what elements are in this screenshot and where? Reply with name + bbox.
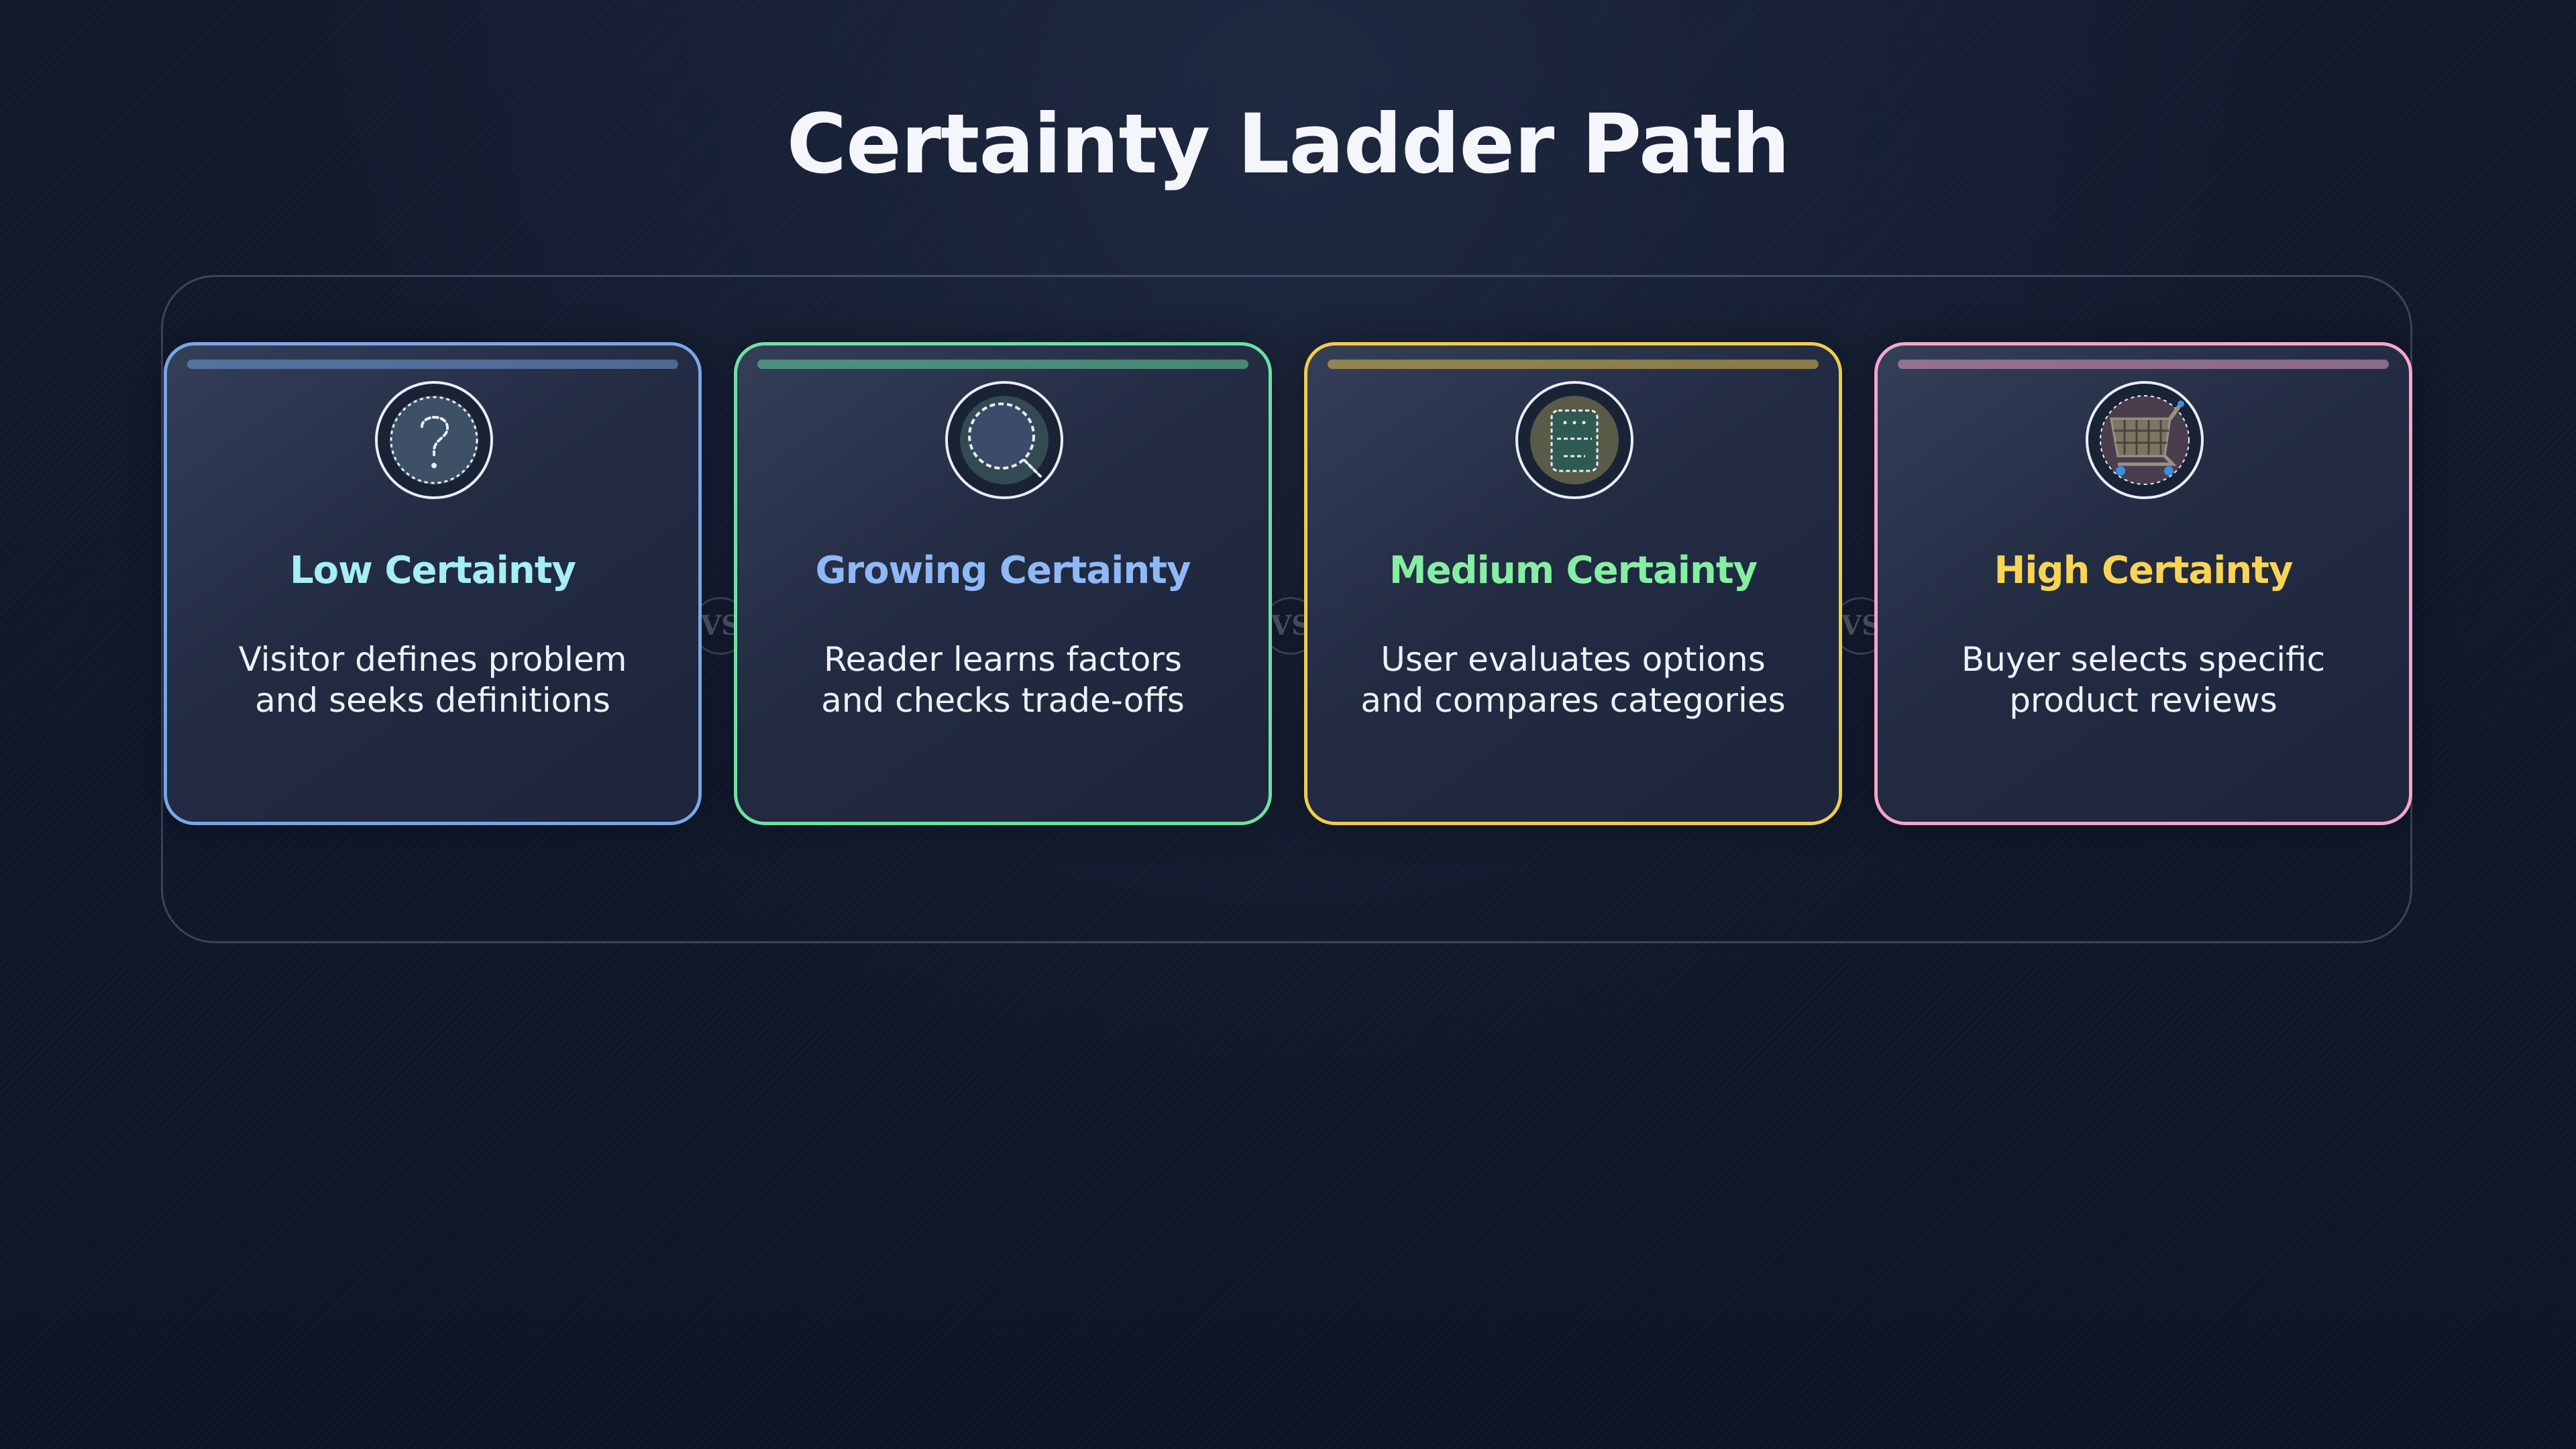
stage-description: Visitor defines problem and seeks defini… (238, 640, 627, 720)
stage-card-growing-certainty: Growing Certainty Reader learns factors … (734, 342, 1272, 825)
stage-icon-ring (945, 381, 1063, 499)
magnifying-glass-icon (960, 396, 1049, 484)
stage-title: High Certainty (1994, 549, 2293, 592)
shopping-cart-icon (2100, 395, 2190, 485)
stage-card-high-certainty: High Certainty Buyer selects specific pr… (1874, 342, 2412, 825)
stage-title: Low Certainty (290, 549, 576, 592)
stage-description: Buyer selects specific product reviews (1961, 640, 2326, 720)
stage-card-medium-certainty: Medium Certainty User evaluates options … (1304, 342, 1842, 825)
stage-description: User evaluates options and compares cate… (1360, 640, 1786, 720)
card-accent-bar (1328, 360, 1819, 369)
question-mark-icon (390, 396, 478, 484)
comparison-table-icon (1530, 396, 1619, 484)
stage-title: Growing Certainty (815, 549, 1191, 592)
stage-icon-ring (375, 381, 493, 499)
stage-title: Medium Certainty (1389, 549, 1758, 592)
card-accent-bar (757, 360, 1248, 369)
stage-description: Reader learns factors and checks trade-o… (821, 640, 1185, 720)
stage-card-low-certainty: Low Certainty Visitor defines problem an… (164, 342, 702, 825)
card-accent-bar (1898, 360, 2389, 369)
stage-icon-ring (2086, 381, 2204, 499)
card-accent-bar (187, 360, 678, 369)
page-title: Certainty Ladder Path (786, 97, 1790, 192)
stage-icon-ring (1515, 381, 1633, 499)
